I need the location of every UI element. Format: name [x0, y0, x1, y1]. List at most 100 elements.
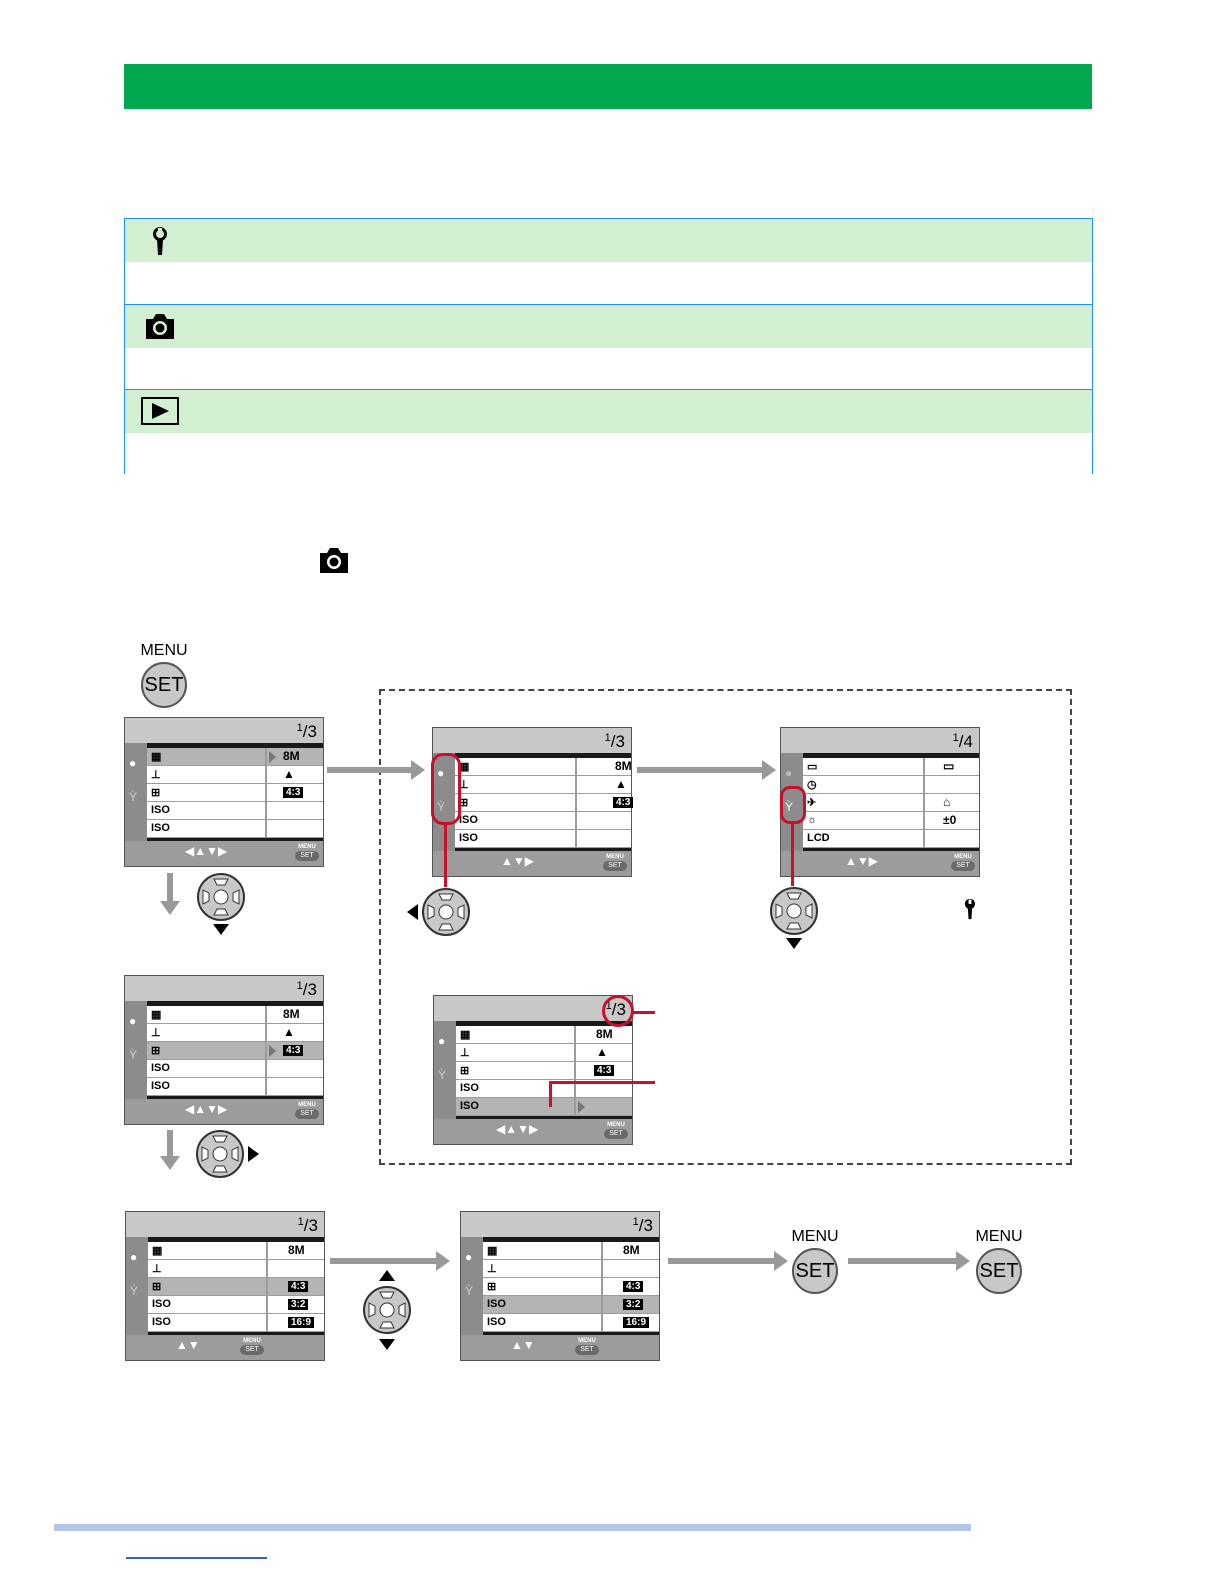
setup-row[interactable]: ◷: [803, 776, 979, 794]
tab-column: [461, 1237, 483, 1335]
menu-label: MENU: [975, 1228, 1023, 1245]
tab-column: [126, 1237, 148, 1335]
footer-link-underline: [126, 1557, 267, 1559]
mode-row-record-desc: [125, 348, 1092, 390]
menu-set-button-step5[interactable]: MENU SET: [971, 1228, 1027, 1294]
menu-row[interactable]: ▦8M: [148, 1242, 324, 1260]
menu-row[interactable]: ISO: [456, 1080, 632, 1098]
setup-row[interactable]: ✈⌂: [803, 794, 979, 812]
flow-arrow: [330, 1251, 450, 1271]
menu-row[interactable]: ISO: [456, 1098, 632, 1116]
down-triangle-icon: [786, 938, 802, 949]
menu-label: MENU: [140, 642, 188, 659]
wrench-tab-icon[interactable]: Ỳ: [465, 1284, 474, 1298]
wrench-tab-icon[interactable]: Ỳ: [437, 800, 446, 814]
menu-row[interactable]: ⊞4:3: [483, 1278, 659, 1296]
camera-tab-icon[interactable]: ●: [438, 1034, 446, 1048]
tab-column: [433, 753, 455, 851]
tab-column: [434, 1021, 456, 1119]
camera-tab-icon[interactable]: ●: [129, 1014, 137, 1028]
screen-topbar: [125, 976, 323, 1001]
menu-row[interactable]: ▦8M: [147, 748, 323, 766]
tab-column: [125, 1001, 147, 1099]
menu-row[interactable]: ⊞4:3: [455, 794, 634, 812]
camera-tab-icon[interactable]: ●: [437, 766, 445, 780]
menu-row[interactable]: ▦8M: [147, 1006, 323, 1024]
menu-row[interactable]: ⊥▲: [147, 766, 323, 784]
menu-row[interactable]: ▦8M: [456, 1026, 632, 1044]
wrench-tab-icon[interactable]: Ỳ: [129, 1048, 138, 1062]
screen-topbar: [433, 728, 631, 753]
menu-row[interactable]: ⊥▲: [455, 776, 631, 794]
mode-row-setup-desc: [125, 262, 1092, 304]
callout-line: [444, 825, 447, 887]
setup-row[interactable]: ☼±0: [803, 812, 979, 830]
wrench-tab-icon[interactable]: Ỳ: [438, 1068, 447, 1082]
cursor-pad-down[interactable]: [196, 872, 246, 922]
page-indicator: 1/4: [952, 732, 973, 751]
mode-row-playback-desc: [125, 433, 1092, 475]
screen-bottombar: [433, 851, 631, 876]
tab-column: [125, 743, 147, 841]
down-arrow: [160, 873, 180, 915]
camera-tab-icon[interactable]: ●: [129, 756, 137, 770]
menu-row[interactable]: ISO: [147, 1060, 323, 1078]
menu-set-button-step4[interactable]: MENU SET: [787, 1228, 843, 1294]
page-indicator: 1/3: [604, 732, 625, 751]
page-indicator: 1/3: [632, 1216, 653, 1235]
menu-row[interactable]: ISO: [147, 820, 323, 838]
menu-row[interactable]: ⊥: [148, 1260, 324, 1278]
setup-row[interactable]: LCD: [803, 830, 979, 848]
cursor-pad-updown[interactable]: [362, 1285, 412, 1335]
camera-icon: [146, 314, 174, 339]
cursor-pad-right[interactable]: [195, 1129, 245, 1179]
camera-tab-icon[interactable]: ●: [785, 766, 793, 780]
menu-row[interactable]: ⊞4:3: [456, 1062, 632, 1080]
menu-set-button-step1[interactable]: MENU SET: [136, 642, 192, 708]
menu-row[interactable]: ▦8M: [455, 758, 632, 776]
screen-bottombar: [126, 1335, 324, 1360]
up-triangle-icon: [379, 1270, 395, 1281]
mode-table: [124, 218, 1093, 475]
menu-row[interactable]: ⊥▲: [147, 1024, 323, 1042]
camera-tab-icon[interactable]: ●: [465, 1250, 473, 1264]
cursor-pad-down-2[interactable]: [769, 886, 819, 936]
wrench-tab-icon[interactable]: Ỳ: [129, 790, 138, 804]
screen-topbar: [434, 996, 632, 1021]
wrench-tab-icon[interactable]: Ỳ: [785, 800, 794, 814]
menu-row[interactable]: ISO: [455, 812, 631, 830]
menu-row[interactable]: ⊞4:3: [147, 1042, 323, 1060]
menu-row[interactable]: ⊞4:3: [147, 784, 323, 802]
wrench-icon: [152, 227, 167, 255]
menu-row[interactable]: ISO: [147, 1078, 323, 1096]
menu-row[interactable]: ⊥: [483, 1260, 659, 1278]
tab-column: [781, 753, 803, 851]
wrench-tab-icon[interactable]: Ỳ: [130, 1284, 139, 1298]
menu-row[interactable]: ▦8M: [483, 1242, 659, 1260]
mode-row-setup: [125, 219, 1092, 262]
menu-row[interactable]: ⊥▲: [456, 1044, 632, 1062]
callout-line: [791, 824, 794, 886]
menu-label: MENU: [791, 1228, 839, 1245]
callout-line: [549, 1081, 552, 1107]
setup-row[interactable]: ▭▭: [803, 758, 979, 776]
menu-row[interactable]: ⊞4:3: [148, 1278, 324, 1296]
menu-row[interactable]: ISO: [147, 802, 323, 820]
mode-separator: [125, 389, 1092, 390]
camera-tab-icon[interactable]: ●: [130, 1250, 138, 1264]
menu-row[interactable]: ISO: [455, 830, 631, 848]
tab-highlight-ring: [431, 753, 461, 825]
cursor-pad-left[interactable]: [421, 887, 471, 937]
